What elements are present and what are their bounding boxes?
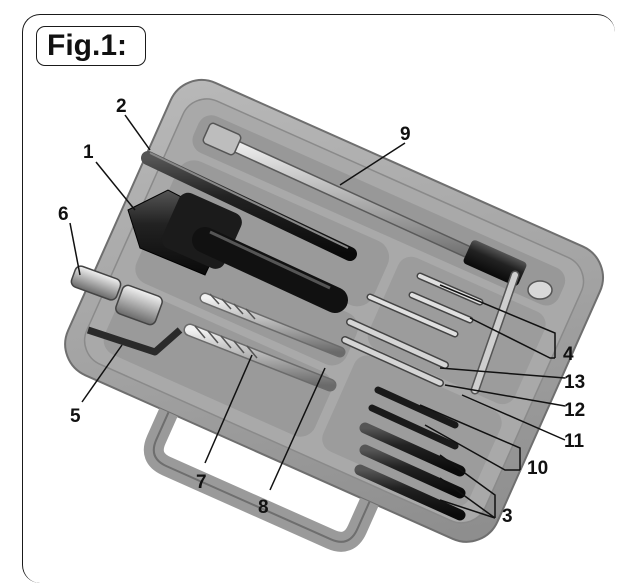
extension-rod [141, 151, 357, 261]
figure-title: Fig.1: [36, 26, 146, 66]
callout-9: 9 [400, 124, 411, 145]
socket [70, 265, 163, 326]
drill-bit-medium [199, 292, 346, 358]
callout-7: 7 [196, 472, 207, 493]
callout-3: 3 [502, 506, 513, 527]
callout-5: 5 [70, 406, 81, 427]
tool-case [64, 79, 604, 552]
drill-bit-large [183, 323, 337, 392]
t-handle-wrench [202, 122, 553, 395]
puller-body [127, 189, 348, 313]
callout-10: 10 [527, 458, 548, 479]
tap-a [346, 318, 449, 369]
tap-b [341, 336, 444, 387]
callout-2: 2 [116, 96, 127, 117]
callout-12: 12 [564, 400, 585, 421]
callout-labels: 2 1 9 6 4 13 12 5 11 10 7 8 3 [58, 96, 585, 527]
callout-4: 4 [563, 344, 574, 365]
callout-13: 13 [564, 372, 585, 393]
callout-11: 11 [564, 431, 585, 452]
allen-key [86, 326, 183, 356]
callout-6: 6 [58, 204, 69, 225]
callout-8: 8 [258, 497, 269, 518]
small-black-bits [354, 386, 466, 521]
callout-1: 1 [83, 142, 94, 163]
figure-frame [22, 14, 615, 583]
leader-lines [69, 114, 566, 519]
